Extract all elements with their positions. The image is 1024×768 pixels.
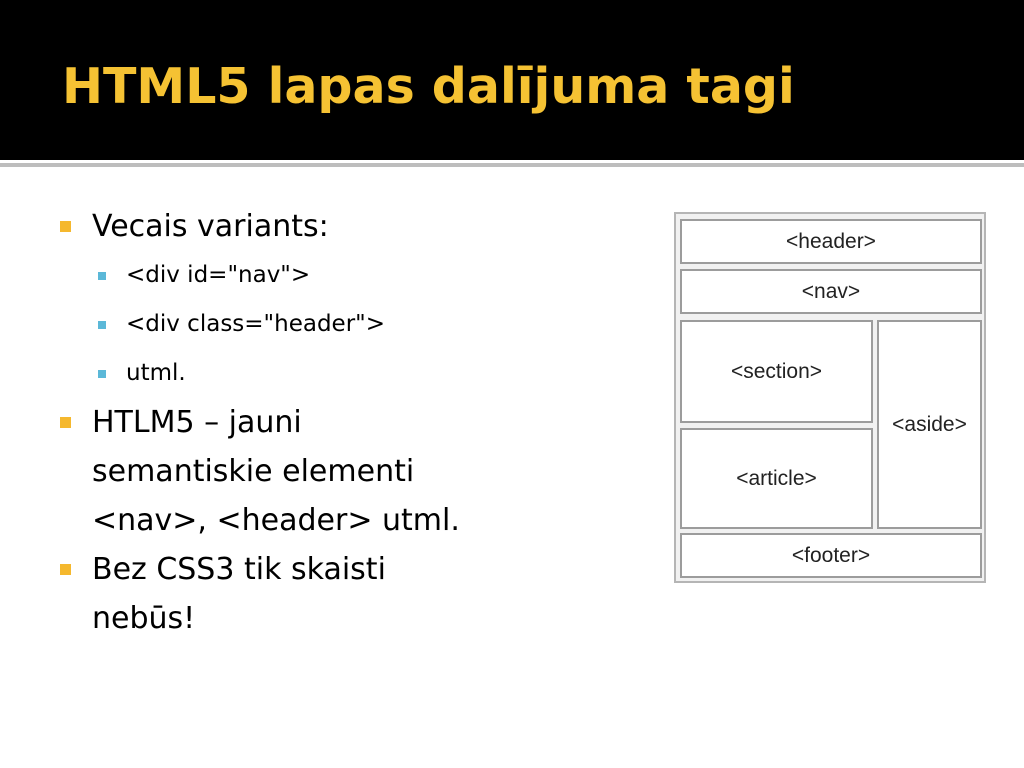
bullet-text: Vecais variants: [92,209,329,244]
diagram-header-box: <header> [680,219,982,264]
slide-title: HTML5 lapas dalījuma tagi [62,58,795,115]
bullet-item: HTLM5 – jauni semantiskie elementi <nav>… [58,398,498,545]
square-sub-bullet-icon [98,272,106,280]
bullet-list: Vecais variants: <div id="nav"> <div cla… [58,202,498,643]
sub-bullet-item: utml. [58,349,498,398]
sub-bullet-text: utml. [126,360,186,386]
square-bullet-icon [60,564,71,575]
sub-bullet-text: <div class="header"> [126,311,386,337]
html5-layout-diagram: <header> <nav> <section> <article> <asid… [674,212,986,583]
title-bar: HTML5 lapas dalījuma tagi [0,0,1024,160]
bullet-line: semantiskie elementi [92,454,415,489]
bullet-item: Bez CSS3 tik skaisti nebūs! [58,545,498,643]
diagram-footer-box: <footer> [680,533,982,578]
square-sub-bullet-icon [98,321,106,329]
sub-bullet-text: <div id="nav"> [126,262,311,288]
title-divider [0,163,1024,167]
bullet-line: Bez CSS3 tik skaisti [92,552,386,587]
bullet-line: HTLM5 – jauni [92,405,302,440]
diagram-aside-box: <aside> [877,320,982,529]
diagram-article-box: <article> [680,428,873,529]
bullet-item: Vecais variants: [58,202,498,251]
square-bullet-icon [60,417,71,428]
bullet-line: <nav>, <header> utml. [92,503,460,538]
diagram-section-box: <section> [680,320,873,423]
sub-bullet-item: <div class="header"> [58,300,498,349]
diagram-nav-box: <nav> [680,269,982,314]
square-sub-bullet-icon [98,370,106,378]
sub-bullet-item: <div id="nav"> [58,251,498,300]
bullet-line: nebūs! [92,601,196,636]
square-bullet-icon [60,221,71,232]
